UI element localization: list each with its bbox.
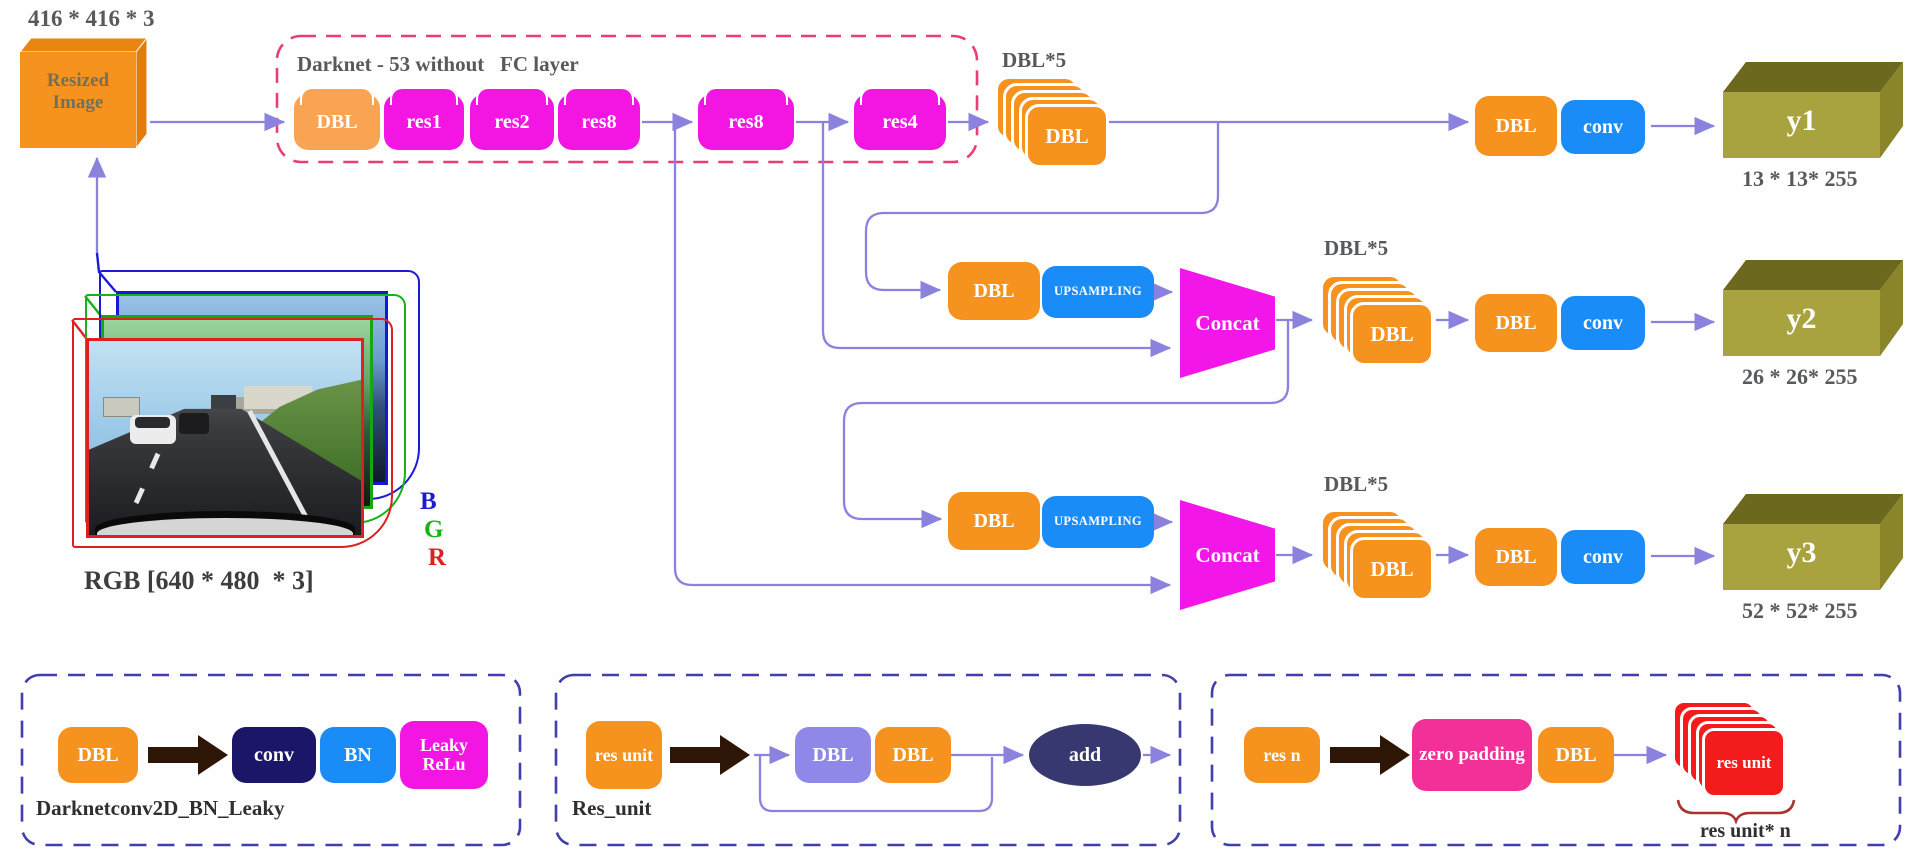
y2-output-box: y2: [1720, 258, 1906, 356]
legend1-dbl-block: DBL: [58, 727, 138, 783]
backbone-res1-block: res1: [384, 87, 464, 150]
branch2-dbl-block: DBL: [948, 262, 1040, 320]
legend3-zero-padding-block: zero padding: [1412, 719, 1532, 791]
legend2-add-ellipse: add: [1029, 724, 1141, 786]
photo-white-car: [129, 414, 177, 444]
red-channel-frame: [72, 318, 393, 548]
dbl5-stack-row3: DBL: [1320, 509, 1434, 601]
resized-image-label: Resized Image: [46, 70, 110, 113]
legend1-thick-arrow: [148, 735, 228, 775]
legend1-leaky-relu-block: Leaky ReLu: [400, 721, 488, 789]
y3-output-box: y3: [1720, 492, 1906, 590]
head2-conv-block: conv: [1561, 296, 1645, 350]
head2-dbl-block: DBL: [1475, 294, 1557, 352]
head3-dbl-block: DBL: [1475, 528, 1557, 586]
y1-label: y1: [1786, 104, 1817, 137]
legend-dbl-dashed-box: [20, 673, 522, 847]
backbone-res4-block: res4: [854, 87, 946, 150]
backbone-dbl-block: DBL: [294, 87, 380, 150]
legend3-dbl-block: DBL: [1538, 727, 1614, 783]
legend3-title: res unit* n: [1700, 820, 1791, 842]
legend1-bn-block: BN: [320, 727, 396, 783]
dbl5-stack-row1: DBL: [995, 76, 1109, 168]
legend2-title: Res_unit: [572, 796, 652, 820]
legend3-thick-arrow: [1330, 735, 1410, 775]
backbone-res8b-block: res8: [698, 87, 794, 150]
head1-dbl-block: DBL: [1475, 96, 1557, 156]
res-unit-skip-connection: [758, 755, 994, 813]
y2-3d-shape: [1723, 260, 1903, 356]
dbl5-label-row1: DBL*5: [1002, 48, 1067, 72]
resized-image-3d-shape: [18, 36, 149, 150]
dbl5-label-row3: DBL*5: [1324, 472, 1389, 496]
connectors: [87, 112, 1716, 813]
y2-dims-label: 26 * 26* 255: [1742, 364, 1858, 389]
legend3-res-unit-stack: res unit: [1672, 700, 1788, 798]
legend2-thick-arrow: [670, 735, 750, 775]
darknet53-dashed-box: [275, 34, 979, 164]
backbone-res8-block: res8: [558, 87, 640, 150]
legend1-conv-block: conv: [232, 727, 316, 783]
y2-label: y2: [1786, 302, 1817, 335]
dbl5-stack-front-card: DBL: [1350, 537, 1434, 601]
legend2-dbl-b-block: DBL: [875, 727, 951, 783]
y3-3d-shape: [1723, 494, 1903, 590]
y1-3d-shape: [1723, 62, 1903, 158]
photo-house: [211, 395, 236, 413]
legend2-dbl-a-block: DBL: [795, 727, 871, 783]
dbl5-stack-front-card: DBL: [1350, 302, 1434, 366]
y1-dims-label: 13 * 13* 255: [1742, 166, 1858, 191]
dbl5-label-row2: DBL*5: [1324, 236, 1389, 260]
y1-output-box: y1: [1720, 60, 1906, 158]
channel-b-label: B: [420, 488, 437, 515]
rgb-dims-label: RGB [640 * 480 * 3]: [84, 566, 314, 595]
y3-label: y3: [1786, 536, 1817, 569]
photo-car-hood: [97, 517, 353, 535]
head1-conv-block: conv: [1561, 100, 1645, 154]
head3-conv-block: conv: [1561, 530, 1645, 584]
resized-image-box: Resized Image: [18, 36, 150, 150]
photo-dark-car: [178, 412, 209, 435]
legend1-title: Darknetconv2D_BN_Leaky: [36, 796, 285, 820]
road-photo: [86, 338, 364, 538]
dashed-boxes: [20, 34, 1902, 847]
input-dims-label: 416 * 416 * 3: [28, 6, 155, 31]
backbone-res2-block: res2: [470, 87, 554, 150]
res-unit-stack-front-card: res unit: [1702, 728, 1786, 798]
branch3-upsampling-block: UPSAMPLING: [1042, 496, 1154, 548]
legend2-res-unit-block: res unit: [586, 721, 662, 789]
thick-arrows: [148, 735, 1410, 775]
branch3-dbl-block: DBL: [948, 492, 1040, 550]
channel-r-label: R: [428, 544, 447, 571]
branch2-upsampling-block: UPSAMPLING: [1042, 266, 1154, 318]
legend-resunit-dashed-box: [554, 673, 1182, 847]
legend3-res-n-block: res n: [1244, 727, 1320, 783]
res-unit-n-brace: [1676, 799, 1796, 825]
darknet53-title: Darknet - 53 without FC layer: [297, 52, 579, 76]
photo-road-sign: [102, 397, 140, 417]
y3-dims-label: 52 * 52* 255: [1742, 598, 1858, 623]
dbl5-stack-row2: DBL: [1320, 274, 1434, 366]
channel-g-label: G: [424, 516, 444, 543]
dbl5-stack-front-card: DBL: [1025, 104, 1109, 168]
